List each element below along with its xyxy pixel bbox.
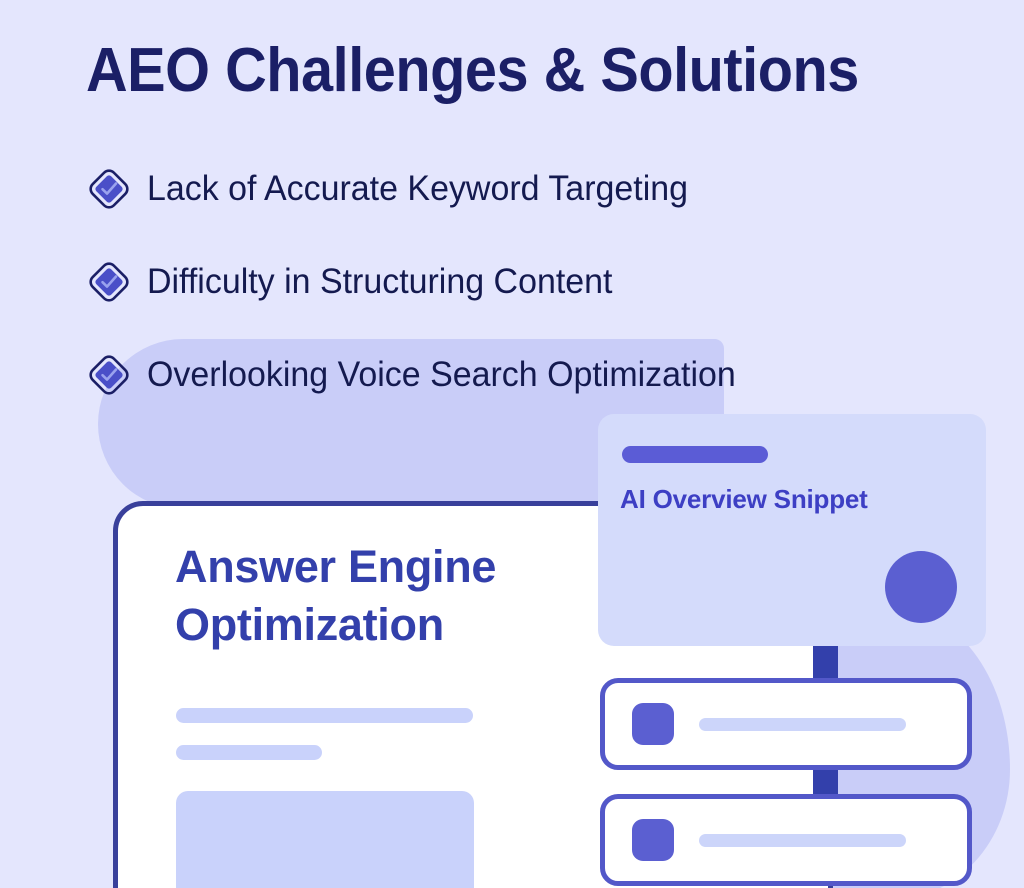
square-thumbnail-icon bbox=[632, 703, 674, 745]
ai-overview-snippet-card: AI Overview Snippet bbox=[598, 414, 986, 646]
main-card-title: Answer Engine Optimization bbox=[175, 541, 497, 650]
list-item: Overlooking Voice Search Optimization bbox=[84, 344, 754, 406]
list-item-label: Difficulty in Structuring Content bbox=[147, 262, 613, 301]
search-result-row bbox=[600, 794, 972, 886]
diamond-check-icon bbox=[84, 350, 134, 400]
list-item: Lack of Accurate Keyword Targeting bbox=[84, 158, 754, 220]
search-result-row bbox=[600, 678, 972, 770]
list-item-label: Lack of Accurate Keyword Targeting bbox=[147, 169, 689, 208]
page-title: AEO Challenges & Solutions bbox=[86, 36, 859, 105]
diamond-check-icon bbox=[84, 257, 134, 307]
snippet-accent-bar bbox=[622, 446, 768, 463]
placeholder-text-bar bbox=[699, 833, 906, 847]
snippet-card-title: AI Overview Snippet bbox=[620, 484, 868, 514]
square-thumbnail-icon bbox=[632, 819, 674, 861]
diamond-check-icon bbox=[84, 164, 134, 214]
placeholder-text-bar bbox=[176, 745, 322, 760]
list-item-label: Overlooking Voice Search Optimization bbox=[147, 355, 736, 394]
placeholder-text-bar bbox=[699, 717, 906, 731]
placeholder-text-bar bbox=[176, 708, 473, 723]
snippet-circle-decoration bbox=[885, 551, 957, 623]
challenge-list: Lack of Accurate Keyword Targeting Diffi… bbox=[84, 158, 754, 437]
placeholder-image-block bbox=[176, 791, 474, 888]
list-item: Difficulty in Structuring Content bbox=[84, 251, 754, 313]
